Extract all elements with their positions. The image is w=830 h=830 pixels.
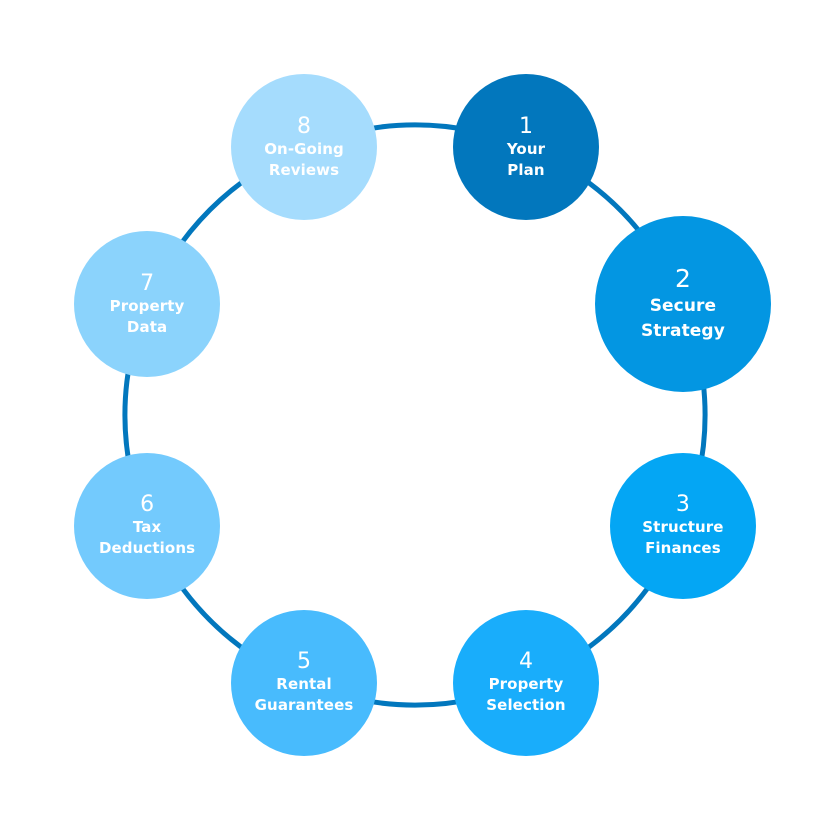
step-label-line2: Guarantees: [254, 696, 354, 715]
step-1-your-plan[interactable]: 1 Your Plan: [452, 74, 599, 221]
step-number: 8: [297, 113, 312, 139]
step-number: 1: [518, 113, 533, 139]
step-6-tax-deductions[interactable]: 6 Tax Deductions: [74, 452, 221, 599]
step-3-structure-finances[interactable]: 3 Structure Finances: [609, 452, 756, 599]
step-8-on-going-reviews[interactable]: 8 On-Going Reviews: [231, 74, 378, 221]
step-label-line2: Selection: [486, 696, 566, 715]
step-2-secure-strategy[interactable]: 2 Secure Strategy: [594, 216, 771, 393]
step-label-line1: Property: [109, 296, 185, 315]
step-number: 7: [140, 270, 155, 296]
step-label-line1: Structure: [642, 518, 724, 537]
step-4-property-selection[interactable]: 4 Property Selection: [452, 609, 599, 756]
step-number: 2: [674, 264, 691, 294]
step-label-line2: Finances: [645, 539, 721, 558]
step-label-line1: On-Going: [264, 139, 344, 158]
step-label-line2: Deductions: [98, 539, 196, 558]
step-label-line2: Plan: [507, 160, 545, 179]
step-label-line1: Secure: [649, 296, 717, 317]
step-label-line2: Data: [126, 317, 168, 336]
step-label-line2: Reviews: [268, 160, 340, 179]
step-number: 6: [140, 492, 155, 518]
step-label-line1: Your: [506, 139, 546, 158]
step-number: 4: [518, 649, 533, 675]
step-7-property-data[interactable]: 7 Property Data: [74, 231, 221, 378]
step-number: 5: [297, 649, 312, 675]
step-label-line1: Tax: [132, 518, 162, 537]
step-label-line1: Property: [488, 675, 564, 694]
step-number: 3: [675, 492, 690, 518]
step-label-line2: Strategy: [640, 321, 725, 342]
step-5-rental-guarantees[interactable]: 5 Rental Guarantees: [231, 609, 378, 756]
step-label-line1: Rental: [276, 675, 332, 694]
